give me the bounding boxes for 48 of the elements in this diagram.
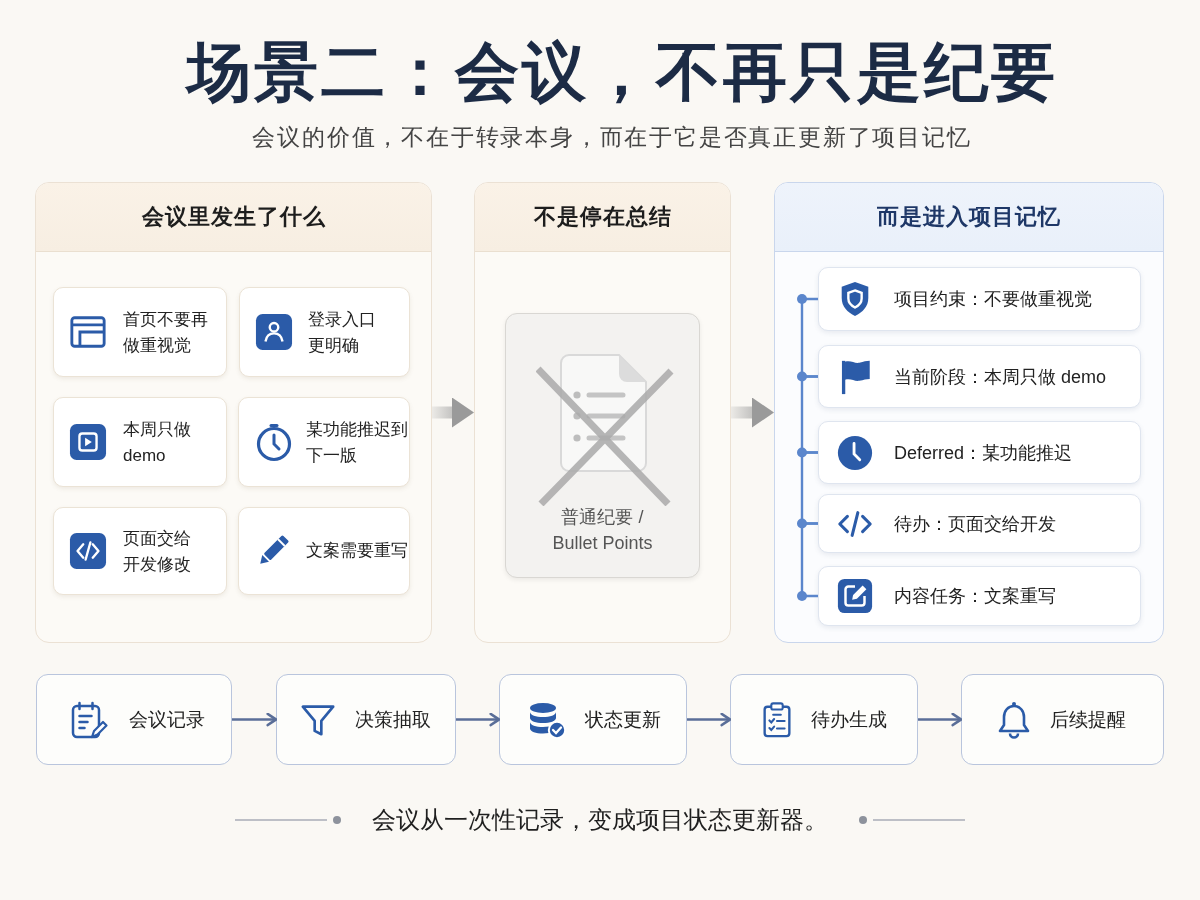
arrow bbox=[687, 713, 732, 726]
step-label: 决策抽取 bbox=[355, 707, 431, 732]
card-text: 页面交给开发修改 bbox=[123, 527, 192, 575]
card-text: Deferred：某功能推迟 bbox=[894, 441, 1073, 465]
subtitle: 会议的价值，不在于转录本身，而在于它是否真正更新了项目记忆 bbox=[252, 124, 972, 152]
arrow bbox=[456, 713, 501, 726]
memory-card bbox=[818, 345, 1141, 408]
panel-heading: 会议里发生了什么 bbox=[141, 203, 326, 231]
step-label: 会议记录 bbox=[129, 707, 205, 732]
card-text: 首页不要再做重视觉 bbox=[123, 308, 209, 356]
note-card bbox=[53, 287, 227, 377]
card-text: 普通纪要 / Bullet Points bbox=[551, 506, 654, 556]
caption: 会议从一次性记录，变成项目状态更新器。 bbox=[372, 805, 828, 835]
panel bbox=[35, 182, 432, 643]
note-card bbox=[238, 507, 410, 595]
panel bbox=[774, 182, 1164, 643]
panel-heading: 而是进入项目记忆 bbox=[877, 203, 1061, 231]
memory-card bbox=[818, 267, 1141, 331]
step-label: 待办生成 bbox=[811, 707, 887, 732]
panel-heading: 不是停在总结 bbox=[533, 203, 672, 231]
step-box bbox=[730, 674, 918, 765]
memory-card bbox=[818, 566, 1141, 626]
summary-card bbox=[505, 313, 700, 578]
memory-card bbox=[818, 494, 1141, 553]
note-card bbox=[239, 287, 410, 377]
note-card bbox=[238, 397, 410, 487]
arrow bbox=[918, 713, 963, 726]
card-text: 待办：页面交给开发 bbox=[894, 512, 1056, 536]
step-label: 状态更新 bbox=[585, 707, 661, 732]
card-text: 项目约束：不要做重视觉 bbox=[894, 288, 1092, 311]
memory-card bbox=[818, 421, 1141, 484]
step-box bbox=[499, 674, 687, 765]
step-box bbox=[36, 674, 232, 765]
panel bbox=[474, 182, 731, 643]
note-card bbox=[53, 397, 227, 487]
arrow bbox=[232, 713, 278, 726]
step-label: 后续提醒 bbox=[1050, 707, 1126, 732]
card-text: 本周只做 demo bbox=[123, 418, 192, 466]
step-box bbox=[276, 674, 456, 765]
note-card bbox=[53, 507, 227, 595]
card-text: 某功能推迟到下一版 bbox=[306, 418, 409, 466]
card-text: 内容任务：文案重写 bbox=[894, 585, 1056, 608]
card-text: 当前阶段：本周只做 demo bbox=[894, 365, 1107, 389]
connector-line bbox=[800, 522, 818, 598]
card-text: 登录入口更明确 bbox=[308, 308, 377, 356]
card-text: 文案需要重写 bbox=[306, 540, 409, 563]
title: 场景二：会议，不再只是纪要 bbox=[186, 35, 1058, 110]
step-box bbox=[961, 674, 1164, 765]
